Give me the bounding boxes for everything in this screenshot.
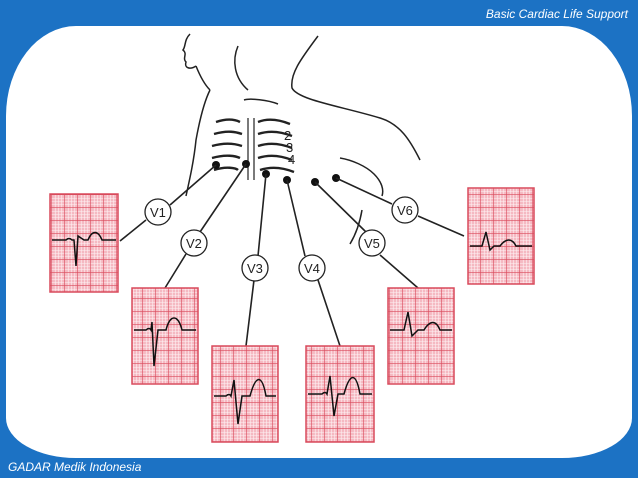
ecg-strip-v6 — [467, 187, 535, 285]
wire-v1 — [119, 164, 217, 242]
rib-number-2: 2 — [284, 128, 291, 143]
lead-label-v2: V2 — [180, 229, 208, 257]
svg-text:V2: V2 — [186, 236, 202, 251]
svg-text:V1: V1 — [150, 205, 166, 220]
lead-label-v4: V4 — [298, 254, 326, 282]
rib-number-4: 4 — [288, 152, 295, 167]
ecg-strip-v5 — [387, 287, 455, 385]
wire-v3 — [245, 173, 267, 347]
ecg-trace-v4 — [308, 375, 372, 417]
lead-label-v3: V3 — [241, 254, 269, 282]
svg-text:V3: V3 — [247, 261, 263, 276]
svg-text:V6: V6 — [397, 203, 413, 218]
wire-v5 — [314, 181, 419, 289]
header-title: Basic Cardiac Life Support — [485, 7, 628, 21]
lead-label-v1: V1 — [144, 198, 172, 226]
footer-text: GADAR Medik Indonesia — [8, 460, 142, 474]
ecg-strip-v2 — [131, 287, 199, 385]
rib-numbers: 2 3 4 — [284, 128, 295, 167]
rib-number-3: 3 — [286, 140, 293, 155]
svg-text:V4: V4 — [304, 261, 320, 276]
lead-label-v5: V5 — [358, 229, 386, 257]
svg-text:V5: V5 — [364, 236, 380, 251]
lead-labels: V1 V2 V3 V4 V5 V6 — [144, 196, 419, 282]
ecg-trace-v1 — [52, 231, 116, 267]
torso-outline — [181, 33, 421, 245]
lead-wires — [119, 163, 465, 347]
ecg-trace-v5 — [390, 311, 452, 338]
ecg-strip-v3 — [211, 345, 279, 443]
electrodes — [212, 160, 340, 186]
ecg-strip-v1 — [49, 193, 119, 293]
ecg-trace-v2 — [134, 317, 196, 367]
ecg-strip-v4 — [305, 345, 375, 443]
wire-v4 — [286, 179, 341, 347]
ecg-trace-v3 — [214, 378, 276, 425]
rib-cage — [211, 118, 295, 174]
wire-v2 — [164, 163, 247, 289]
ecg-trace-v6 — [470, 231, 532, 252]
lead-label-v6: V6 — [391, 196, 419, 224]
wire-v6 — [335, 177, 465, 237]
